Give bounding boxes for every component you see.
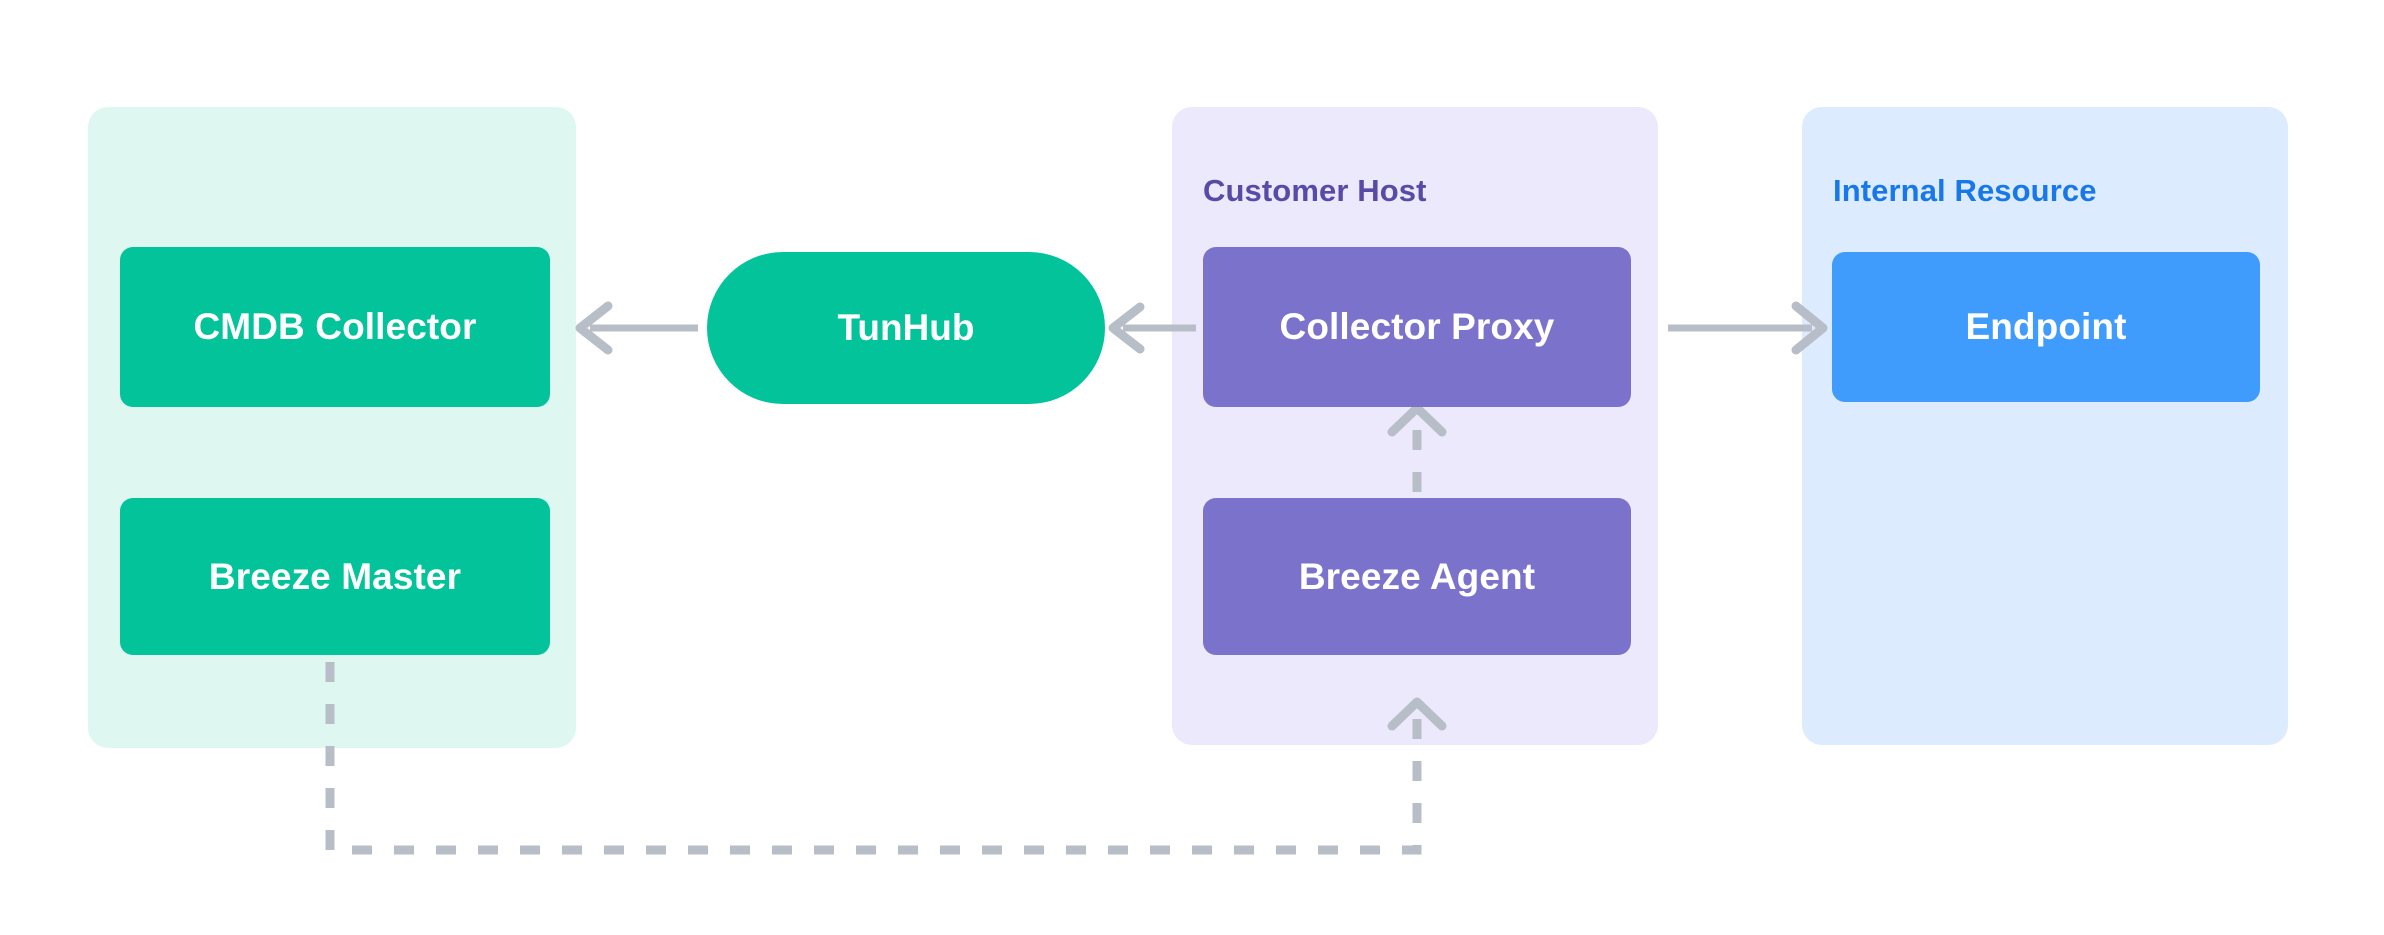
node-tunhub[interactable]: TunHub (707, 252, 1105, 404)
node-breeze-master[interactable]: Breeze Master (120, 498, 550, 655)
node-cmdb-collector[interactable]: CMDB Collector (120, 247, 550, 407)
node-endpoint[interactable]: Endpoint (1832, 252, 2260, 402)
zone-title-customer-host: Customer Host (1203, 173, 1427, 208)
zone-title-internal-resource: Internal Resource (1833, 173, 2097, 208)
node-breeze-agent[interactable]: Breeze Agent (1203, 498, 1631, 655)
node-collector-proxy[interactable]: Collector Proxy (1203, 247, 1631, 407)
arrow-tunhub-to-cmdb (575, 301, 698, 355)
zone-internal-resource (1802, 107, 2288, 745)
arrow-proxy-to-endpoint (1668, 301, 1828, 355)
